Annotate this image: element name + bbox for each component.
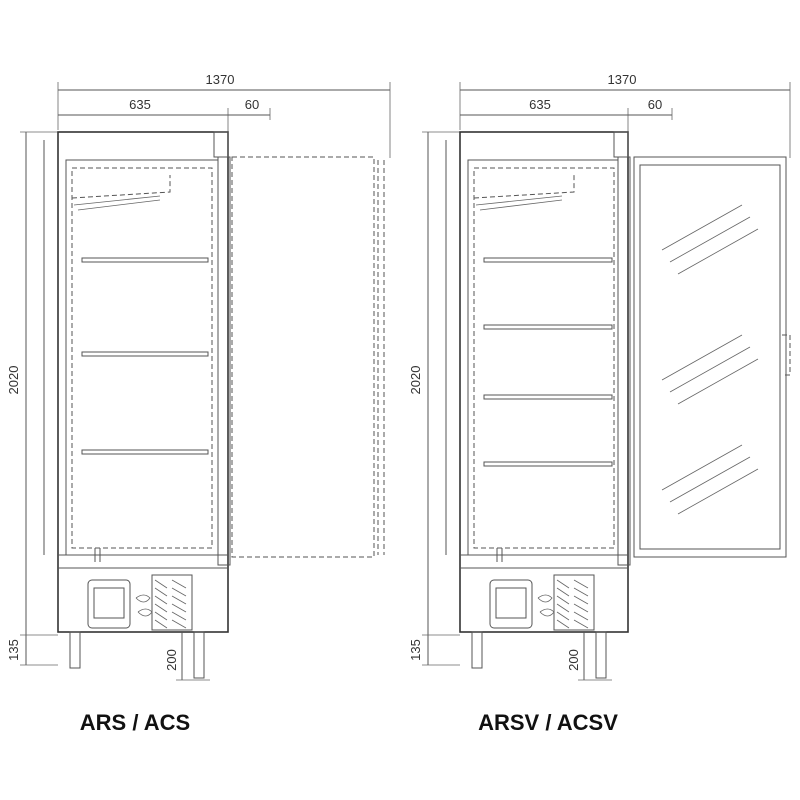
legs (69, 631, 205, 679)
compressor (489, 579, 533, 629)
dimension-door-offset: 60 (628, 97, 673, 120)
dimension-cabinet-width: 635 (460, 97, 629, 132)
dim-base-height-label: 135 (6, 639, 21, 661)
interior-liner (71, 167, 213, 562)
dim-base-height-label: 135 (408, 639, 423, 661)
model-label: ARSV / ACSV (478, 710, 618, 735)
dimension-base-height: 135 (6, 634, 58, 661)
dim-door-offset-label: 60 (245, 97, 259, 112)
shelf (81, 449, 209, 455)
legs (471, 631, 607, 679)
shelf (483, 461, 613, 467)
dimension-total-width: 1370 (459, 72, 791, 158)
dim-cabinet-width-label: 635 (529, 97, 551, 112)
compressor-unit (489, 574, 595, 631)
dimension-total-width: 1370 (57, 72, 391, 158)
dim-total-width-label: 1370 (608, 72, 637, 87)
diagram-arsv-acsv: 1370 635 60 2020 135 (408, 72, 791, 735)
dim-total-width-label: 1370 (206, 72, 235, 87)
dimension-door-offset: 60 (228, 97, 271, 120)
dim-door-offset-label: 60 (648, 97, 662, 112)
shelf (81, 351, 209, 357)
shelf (483, 324, 613, 330)
condenser (553, 574, 595, 631)
condenser (151, 574, 193, 631)
door-open-dashed (231, 156, 385, 558)
compressor-unit (87, 574, 193, 631)
glass-door-open (633, 156, 791, 558)
shelves (81, 257, 209, 455)
shelf (81, 257, 209, 263)
inner-compartment (467, 159, 619, 556)
dimension-height: 2020 (408, 131, 460, 666)
shelf (483, 257, 613, 263)
shelves (483, 257, 613, 467)
leg (471, 631, 483, 669)
dimension-height: 2020 (6, 131, 58, 666)
shelf (483, 394, 613, 400)
door-frame (633, 156, 787, 558)
cabinet-body (57, 131, 231, 633)
leg (193, 631, 205, 679)
inner-compartment (65, 159, 219, 556)
dimension-leg-height: 200 (164, 632, 210, 681)
dim-height-label: 2020 (6, 366, 21, 395)
dim-leg-height-label: 200 (566, 649, 581, 671)
glass-pane (639, 164, 781, 550)
cabinet-body (459, 131, 631, 633)
compressor (87, 579, 131, 629)
dim-leg-height-label: 200 (164, 649, 179, 671)
dimension-leg-height: 200 (566, 632, 612, 681)
dimension-cabinet-width: 635 (58, 97, 229, 132)
dim-cabinet-width-label: 635 (129, 97, 151, 112)
model-label: ARS / ACS (80, 710, 190, 735)
leg (69, 631, 81, 669)
dim-height-label: 2020 (408, 366, 423, 395)
dimension-base-height: 135 (408, 634, 460, 661)
interior-liner (473, 167, 615, 562)
leg (595, 631, 607, 679)
diagram-ars-acs: 1370 635 60 2020 135 (6, 72, 391, 735)
